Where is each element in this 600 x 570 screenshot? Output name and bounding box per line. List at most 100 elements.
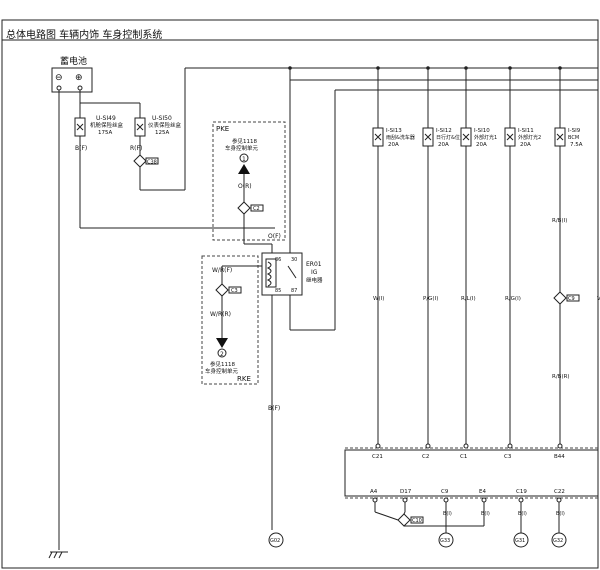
- wire-label: W(I): [373, 296, 384, 302]
- fuse-desc: 机舱保险丝盒: [90, 121, 124, 129]
- pin-icon: [375, 443, 381, 449]
- rke-splice: C3: [231, 288, 238, 294]
- junction-dot: [426, 66, 430, 70]
- wire-label: R(F): [130, 145, 142, 152]
- connector-label: C38: [147, 160, 157, 166]
- ground-label: G33: [440, 538, 450, 544]
- ground-icon: [551, 532, 567, 548]
- fuse-glyph: [374, 133, 382, 141]
- wire-label: V: [597, 296, 600, 302]
- bcm-pin: C19: [516, 489, 527, 495]
- relay-pin85: 85: [275, 288, 281, 294]
- battery-neg-icon: ⊖: [55, 73, 63, 83]
- ground-icon: [438, 532, 454, 548]
- fuse-id: I-SI13: [386, 128, 402, 134]
- fuse-rating: 20A: [520, 142, 531, 148]
- pin-icon: [372, 497, 378, 503]
- bcm-pin: A4: [370, 489, 378, 495]
- pke-unit: 车身控制单元: [225, 144, 259, 152]
- wire-label: B(I): [556, 511, 565, 517]
- fuse-rating: 20A: [388, 142, 399, 148]
- relay-name: IG: [311, 269, 318, 276]
- rke-label: RKE: [237, 375, 251, 383]
- relay-type: 继电器: [306, 276, 323, 284]
- junction-dot: [376, 66, 380, 70]
- bcm-pin: B44: [554, 454, 565, 460]
- junction-dot: [464, 66, 468, 70]
- wire-label: R/L(I): [461, 296, 476, 302]
- bcm-pin: C2: [422, 454, 429, 460]
- ground-icon: [513, 532, 529, 548]
- connector-icon: [237, 201, 251, 215]
- fuse-desc: BCM: [568, 135, 579, 141]
- fuse-id: I-SI9: [568, 128, 581, 134]
- fuse-desc: 仪表保险丝盒: [148, 121, 182, 129]
- battery-label: 蓄电池: [60, 55, 87, 67]
- bcm-block: [344, 449, 599, 497]
- rke-ref: 参见1118: [210, 360, 235, 368]
- pke-wire-top: O(R): [238, 183, 252, 190]
- pke-wire-bottom: O(F): [268, 233, 281, 240]
- relay-id: ER01: [306, 261, 322, 268]
- ground-icon: [268, 532, 284, 548]
- relay-pin30: 30: [291, 257, 297, 263]
- rke-unit: 车身控制单元: [205, 367, 239, 375]
- connector-tag: [566, 294, 580, 302]
- bcm-pin: C9: [441, 489, 449, 495]
- fuse-id: I-SI10: [474, 128, 490, 134]
- rke-wire-bottom: W/R(R): [210, 311, 231, 318]
- wire-label: R/B(R): [552, 374, 570, 380]
- connector-icon: [215, 283, 229, 297]
- connector-icon: [133, 154, 147, 168]
- ground-label: G02: [270, 538, 280, 544]
- pin-icon: [425, 443, 431, 449]
- bcm-pin: C1: [460, 454, 467, 460]
- battery-symbol: [51, 67, 93, 93]
- relay-pin87: 87: [291, 288, 297, 294]
- fuse-rating: 20A: [476, 142, 487, 148]
- node-icon: [239, 153, 249, 163]
- wire-label: R/B(I): [552, 218, 567, 224]
- bcm-pin: E4: [479, 489, 486, 495]
- wire-label: B(F): [75, 145, 87, 152]
- pin-icon: [557, 443, 563, 449]
- fuse-id: I-SI11: [518, 128, 534, 134]
- wire-label: R/G(I): [505, 296, 521, 302]
- junction-dot: [558, 66, 562, 70]
- page-title: 总体电路图 车辆内饰 车身控制系统: [6, 30, 163, 41]
- ground-label: G32: [553, 538, 563, 544]
- fuse-desc: 雨刮&洗车器: [386, 134, 415, 141]
- connector-label: C9: [568, 296, 575, 302]
- connector-icon: [397, 513, 411, 527]
- fuse-id: U-SI50: [152, 115, 172, 122]
- pke-splice: C2: [253, 206, 260, 212]
- fuse-rating: 175A: [98, 130, 112, 136]
- pin-icon: [481, 497, 487, 503]
- bcm-pin: C3: [504, 454, 512, 460]
- wire-label: B(I): [443, 511, 452, 517]
- rke-node: 2: [220, 351, 224, 358]
- wire-label: P/G(I): [423, 296, 438, 302]
- fuse-rating: 125A: [155, 130, 169, 136]
- pin-icon: [556, 497, 562, 503]
- pin-icon: [507, 443, 513, 449]
- fuse-id: U-SI49: [96, 115, 116, 122]
- bcm-pin: C22: [554, 489, 565, 495]
- pke-box: [212, 121, 286, 241]
- pin-icon: [443, 497, 449, 503]
- rke-box: [201, 255, 259, 385]
- ground-splice: C10: [412, 518, 422, 524]
- arrow-down-icon: [216, 338, 228, 348]
- fuse-rating: 20A: [438, 142, 449, 148]
- junction-dot: [508, 66, 512, 70]
- relay-pin86: 86: [275, 257, 281, 263]
- chassis-ground-icon: [48, 551, 68, 559]
- pke-ref: 参见1118: [232, 137, 257, 145]
- bcm-pin: D17: [400, 489, 412, 495]
- node-icon: [217, 348, 227, 358]
- pke-node: 1: [242, 156, 246, 163]
- fuse-glyph: [462, 133, 470, 141]
- ground-label: G31: [515, 538, 525, 544]
- fuse-desc: 日行灯&位置灯: [436, 134, 470, 141]
